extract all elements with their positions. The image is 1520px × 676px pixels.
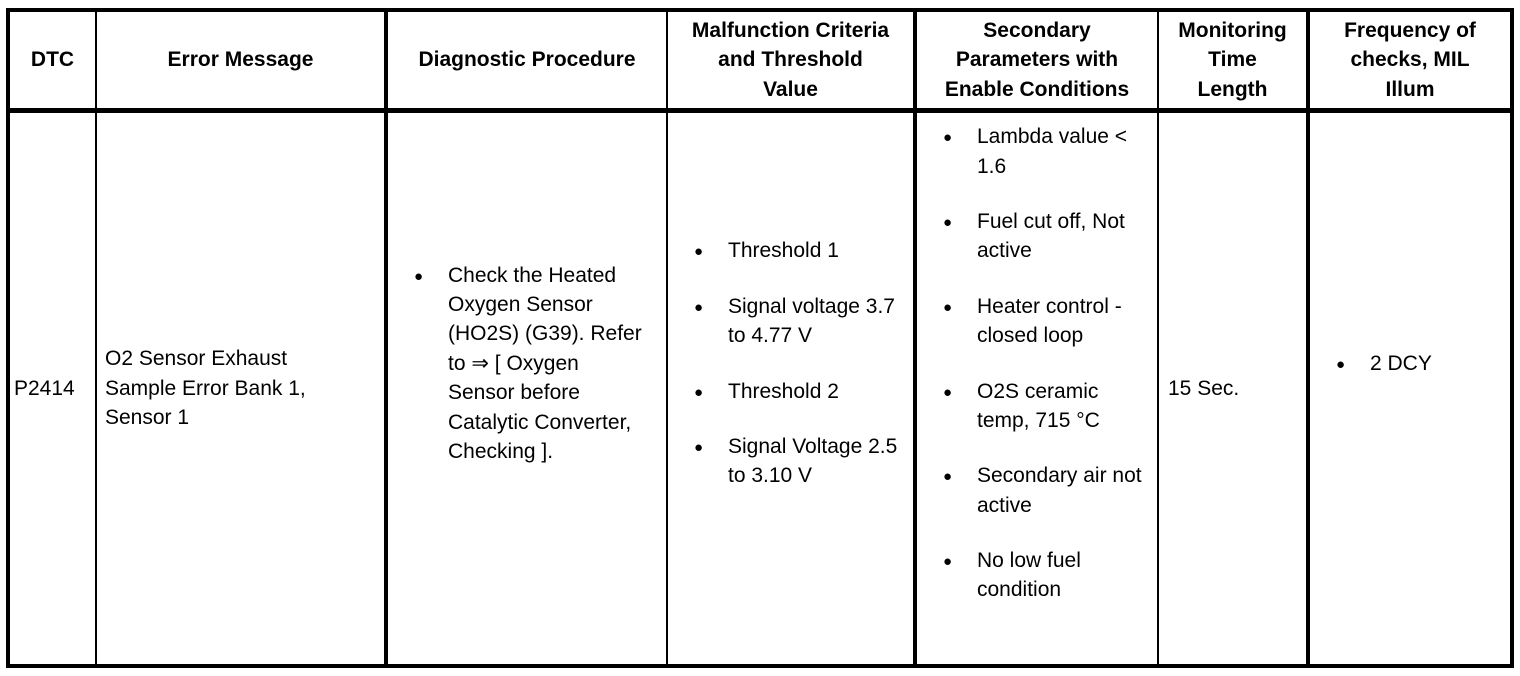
cell-monitoring-time-length: 15 Sec.: [1157, 109, 1310, 667]
col-header-malfunction-criteria: Malfunction Criteria and Threshold Value: [666, 9, 917, 113]
cell-error-message: O2 Sensor Exhaust Sample Error Bank 1, S…: [95, 109, 388, 667]
col-header-dtc: DTC: [7, 9, 97, 113]
col-header-monitoring-time-length: Monitoring Time Length: [1157, 9, 1310, 113]
bullet-item: Secondary air not active: [943, 461, 1145, 520]
bullet-item: Heater control - closed loop: [943, 292, 1145, 351]
col-header-diagnostic-procedure: Diagnostic Procedure: [385, 9, 668, 113]
malfunction-criteria-list: Threshold 1 Signal voltage 3.7 to 4.77 V T…: [669, 236, 911, 491]
cell-secondary-parameters: Lambda value < 1.6Fuel cut off, Not acti…: [914, 109, 1159, 667]
bullet-item: No low fuel condition: [943, 546, 1145, 605]
table-header-row: DTC Error Message Diagnostic Procedure M…: [7, 9, 1513, 113]
bullet-item: Signal Voltage 2.5 to 3.10 V: [694, 432, 903, 491]
frequency-of-checks-list: 2 DCY: [1310, 349, 1510, 378]
monitoring-time-text: 15 Sec.: [1168, 376, 1240, 400]
error-message-text: O2 Sensor Exhaust Sample Error Bank 1, S…: [105, 347, 306, 430]
bullet-item: Threshold 1: [694, 236, 903, 265]
dtc-table: DTC Error Message Diagnostic Procedure M…: [6, 8, 1514, 668]
bullet-item: Lambda value < 1.6: [943, 122, 1145, 181]
bullet-item: Signal voltage 3.7 to 4.77 V: [694, 292, 903, 351]
col-header-error-message: Error Message: [95, 9, 388, 113]
bullet-item: O2S ceramic temp, 715 °C: [943, 377, 1145, 436]
diagnostic-procedure-list: Check the Heated Oxygen Sensor (HO2S) (G…: [388, 261, 665, 467]
col-header-frequency-of-checks: Frequency of checks, MIL Illum: [1307, 9, 1513, 113]
bullet-item: Check the Heated Oxygen Sensor (HO2S) (G…: [414, 261, 644, 467]
cell-frequency-of-checks: 2 DCY: [1307, 109, 1513, 667]
bullet-item: 2 DCY: [1336, 349, 1510, 378]
bullet-item: Threshold 2: [694, 377, 903, 406]
cell-malfunction-criteria: Threshold 1 Signal voltage 3.7 to 4.77 V T…: [666, 109, 917, 667]
secondary-parameters-list: Lambda value < 1.6Fuel cut off, Not acti…: [917, 122, 1156, 605]
col-header-secondary-parameters: Secondary Parameters with Enable Conditi…: [914, 9, 1159, 113]
cell-dtc-code: P2414: [7, 109, 97, 667]
cell-diagnostic-procedure: Check the Heated Oxygen Sensor (HO2S) (G…: [385, 109, 668, 667]
dtc-code: P2414: [14, 376, 75, 400]
table-row: P2414 O2 Sensor Exhaust Sample Error Ban…: [7, 109, 1513, 667]
bullet-item: Fuel cut off, Not active: [943, 207, 1145, 266]
